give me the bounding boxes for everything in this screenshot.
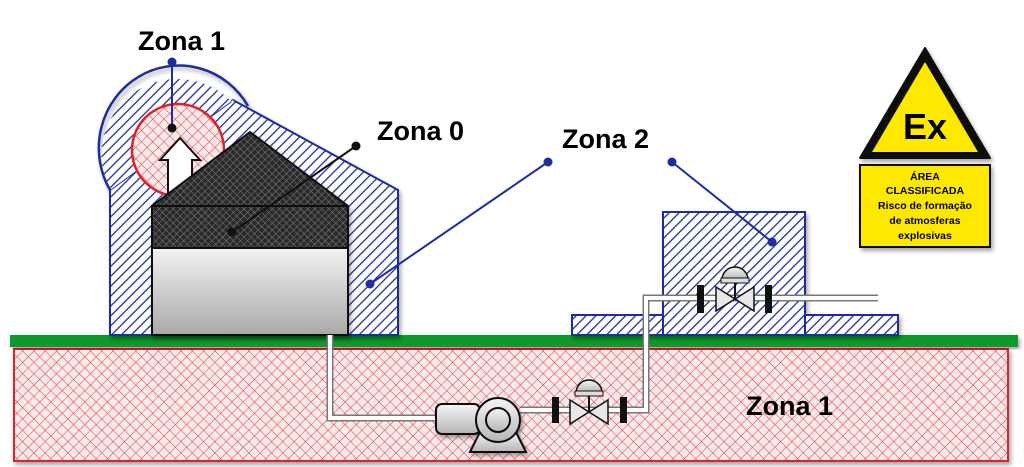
sign-line-1: ÁREA <box>910 170 940 183</box>
label-zona2: Zona 2 <box>562 124 649 154</box>
storage-tank <box>151 130 349 336</box>
sign-line-2: CLASSIFICADA <box>886 185 965 197</box>
pump <box>435 397 528 453</box>
leader-lines <box>167 57 777 289</box>
sign-line-5: explosivas <box>898 230 952 242</box>
ex-symbol: Ex <box>903 106 947 147</box>
sign-line-4: de atmosferas <box>889 215 960 227</box>
label-zona1-vent: Zona 1 <box>138 26 225 56</box>
sign-line-3: Risco de formação <box>878 200 972 212</box>
ground-line <box>10 335 1018 347</box>
underground-valve <box>552 379 627 426</box>
ex-info-panel <box>859 164 991 248</box>
label-zona1-underground: Zona 1 <box>746 391 833 421</box>
ex-warning-sign <box>859 47 991 248</box>
aboveground-valve <box>697 266 772 313</box>
label-zona0: Zona 0 <box>377 116 464 146</box>
